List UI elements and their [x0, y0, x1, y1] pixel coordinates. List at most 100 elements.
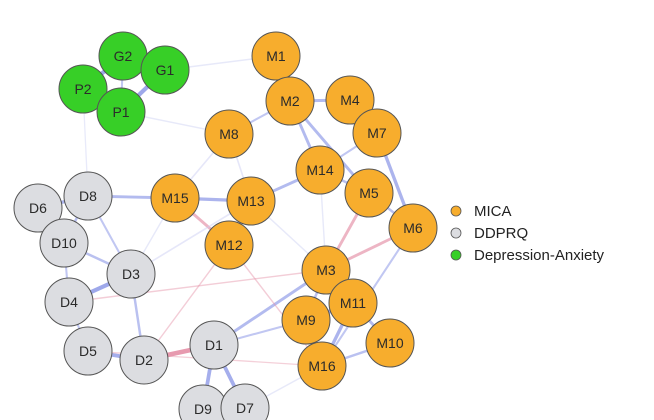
node-label: P1: [112, 104, 129, 120]
node-circle: [352, 108, 402, 158]
node-label: P2: [74, 81, 91, 97]
node-label: D3: [122, 266, 140, 282]
node-m13: M13: [226, 176, 276, 226]
node-label: D4: [60, 294, 78, 310]
node-label: M15: [161, 190, 188, 206]
node-label: M12: [215, 237, 242, 253]
node-label: G2: [114, 48, 133, 64]
legend-label: DDPRQ: [474, 225, 528, 242]
node-label: D5: [79, 343, 97, 359]
node-label: M7: [367, 125, 387, 141]
node-d9: D9: [178, 384, 228, 420]
node-circle: [388, 203, 438, 253]
node-label: M4: [340, 92, 360, 108]
node-m10: M10: [365, 318, 415, 368]
node-label: G1: [156, 62, 175, 78]
node-label: M16: [308, 358, 335, 374]
node-p1: P1: [96, 87, 146, 137]
node-d10: D10: [39, 218, 89, 268]
node-circle: [204, 220, 254, 270]
node-label: D7: [236, 400, 254, 416]
node-d4: D4: [44, 277, 94, 327]
legend-swatch: [450, 205, 462, 217]
node-circle: [297, 341, 347, 391]
node-circle: [328, 278, 378, 328]
node-m6: M6: [388, 203, 438, 253]
node-label: D2: [135, 352, 153, 368]
node-label: M8: [219, 126, 239, 142]
node-label: M11: [340, 295, 366, 311]
legend: MICA DDPRQ Depression-Anxiety: [450, 203, 605, 264]
node-d7: D7: [220, 383, 270, 420]
node-g1: G1: [140, 45, 190, 95]
node-circle: [13, 183, 63, 233]
node-circle: [281, 295, 331, 345]
node-label: M13: [237, 193, 264, 209]
node-circle: [295, 145, 345, 195]
node-label: D1: [205, 337, 223, 353]
node-d8: D8: [63, 171, 113, 221]
node-label: M1: [266, 48, 286, 64]
legend-item-mica: MICA: [450, 203, 512, 220]
node-circle: [220, 383, 270, 420]
node-m16: M16: [297, 341, 347, 391]
node-circle: [344, 168, 394, 218]
node-circle: [251, 31, 301, 81]
node-m8: M8: [204, 109, 254, 159]
node-circle: [226, 176, 276, 226]
node-circle: [119, 335, 169, 385]
node-d1: D1: [189, 320, 239, 370]
node-d5: D5: [63, 326, 113, 376]
node-g2: G2: [98, 31, 148, 81]
node-m9: M9: [281, 295, 331, 345]
node-circle: [150, 173, 200, 223]
node-label: M6: [403, 220, 423, 236]
node-circle: [265, 76, 315, 126]
node-circle: [325, 75, 375, 125]
node-circle: [39, 218, 89, 268]
node-circle: [63, 171, 113, 221]
legend-label: MICA: [474, 203, 512, 220]
node-p2: P2: [58, 64, 108, 114]
node-circle: [58, 64, 108, 114]
node-label: M5: [359, 185, 379, 201]
node-circle: [44, 277, 94, 327]
node-m11: M11: [328, 278, 378, 328]
edge-d4-m3: [68, 269, 327, 303]
node-circle: [63, 326, 113, 376]
node-label: M2: [280, 93, 300, 109]
node-m2: M2: [265, 76, 315, 126]
node-m3: M3: [301, 245, 351, 295]
node-label: M10: [376, 335, 403, 351]
node-label: D10: [51, 235, 77, 251]
legend-item-ddprq: DDPRQ: [450, 225, 528, 242]
node-label: M14: [306, 162, 333, 178]
legend-swatch: [450, 249, 462, 261]
node-circle: [189, 320, 239, 370]
node-m1: M1: [251, 31, 301, 81]
node-label: D6: [29, 200, 47, 216]
node-m12: M12: [204, 220, 254, 270]
node-m4: M4: [325, 75, 375, 125]
node-label: M9: [296, 312, 316, 328]
node-circle: [106, 249, 156, 299]
node-circle: [204, 109, 254, 159]
legend-label: Depression-Anxiety: [474, 247, 605, 264]
node-label: D8: [79, 188, 97, 204]
node-label: M3: [316, 262, 336, 278]
node-circle: [96, 87, 146, 137]
node-m14: M14: [295, 145, 345, 195]
node-circle: [140, 45, 190, 95]
node-d3: D3: [106, 249, 156, 299]
node-d2: D2: [119, 335, 169, 385]
node-label: D9: [194, 401, 212, 417]
node-m5: M5: [344, 168, 394, 218]
edge-m12-m16: [228, 244, 323, 367]
node-circle: [365, 318, 415, 368]
node-m15: M15: [150, 173, 200, 223]
node-d6: D6: [13, 183, 63, 233]
legend-swatch: [450, 227, 462, 239]
legend-item-depression-anxiety: Depression-Anxiety: [450, 247, 605, 264]
